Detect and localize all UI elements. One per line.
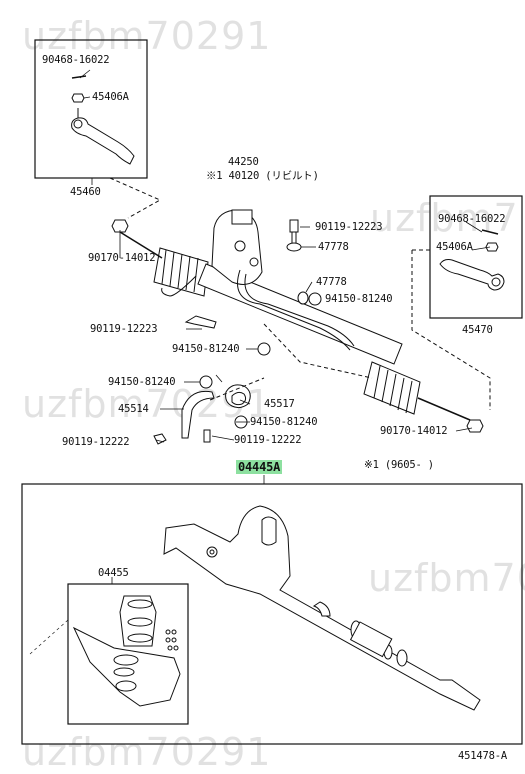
tie-rod-end-right-box [429,195,523,319]
steering-rack-assembly [111,209,484,433]
label-90170-right: 90170-14012 [380,425,448,437]
bolt-90119-top [289,219,299,247]
locknut-left [111,219,129,233]
washer-47778-b [297,291,309,305]
watermark-bottom: uzfbm70291 [22,730,272,774]
rack-assembly-box [21,483,523,745]
label-47778-b: 47778 [316,276,347,288]
label-94150-c: 94150-81240 [108,376,176,388]
label-44250: 44250 [228,156,259,168]
washer-47778-a [286,242,302,252]
label-90119-mid: 90119-12223 [90,323,158,335]
label-04445a: 04445A [236,460,283,474]
label-90468-right: 90468-16022 [438,213,506,225]
label-45406a-left: 45406A [92,91,129,103]
label-94150-b: 94150-81240 [172,343,240,355]
leader-lines [79,69,491,584]
watermark-top: uzfbm70291 [22,14,272,58]
label-45517: 45517 [264,398,295,410]
label-drawing-no: 451478-A [458,750,507,762]
label-47778-a: 47778 [318,241,349,253]
label-90119-bottom2: 90119-12222 [234,434,302,446]
label-04455: 04455 [98,567,129,579]
label-04445a-text: 04445A [236,460,283,474]
bolt-90119-mid [184,315,217,329]
label-94150-a: 94150-81240 [325,293,393,305]
watermark-right-mid: uzfbm70 [368,556,525,600]
bolt-90119-bottom [153,433,167,445]
label-45470: 45470 [462,324,493,336]
label-94150-d: 94150-81240 [250,416,318,428]
bolt-90119-bottom2 [203,429,211,443]
clamp-45514 [181,390,215,439]
tie-rod-end-left [71,117,135,165]
tie-rod-end-right [439,259,505,291]
seal-kit-box [67,583,189,725]
tie-rod-end-left-box [34,39,148,179]
label-90119-bottom: 90119-12222 [62,436,130,448]
nut-right [485,242,499,252]
label-40120: ※1 40120 (リビルト) [206,170,319,182]
label-45406a-right: 45406A [436,241,473,253]
label-90468-left: 90468-16022 [42,54,110,66]
label-90170-left: 90170-14012 [88,252,156,264]
seal-kit-parts [72,595,181,707]
label-90119-top: 90119-12223 [315,221,383,233]
locknut-right [466,419,484,433]
label-45514: 45514 [118,403,149,415]
label-note-1: ※1 (9605- ) [364,459,434,471]
rack-assembly-lower [163,505,481,711]
label-45460: 45460 [70,186,101,198]
nut-left [71,93,85,103]
